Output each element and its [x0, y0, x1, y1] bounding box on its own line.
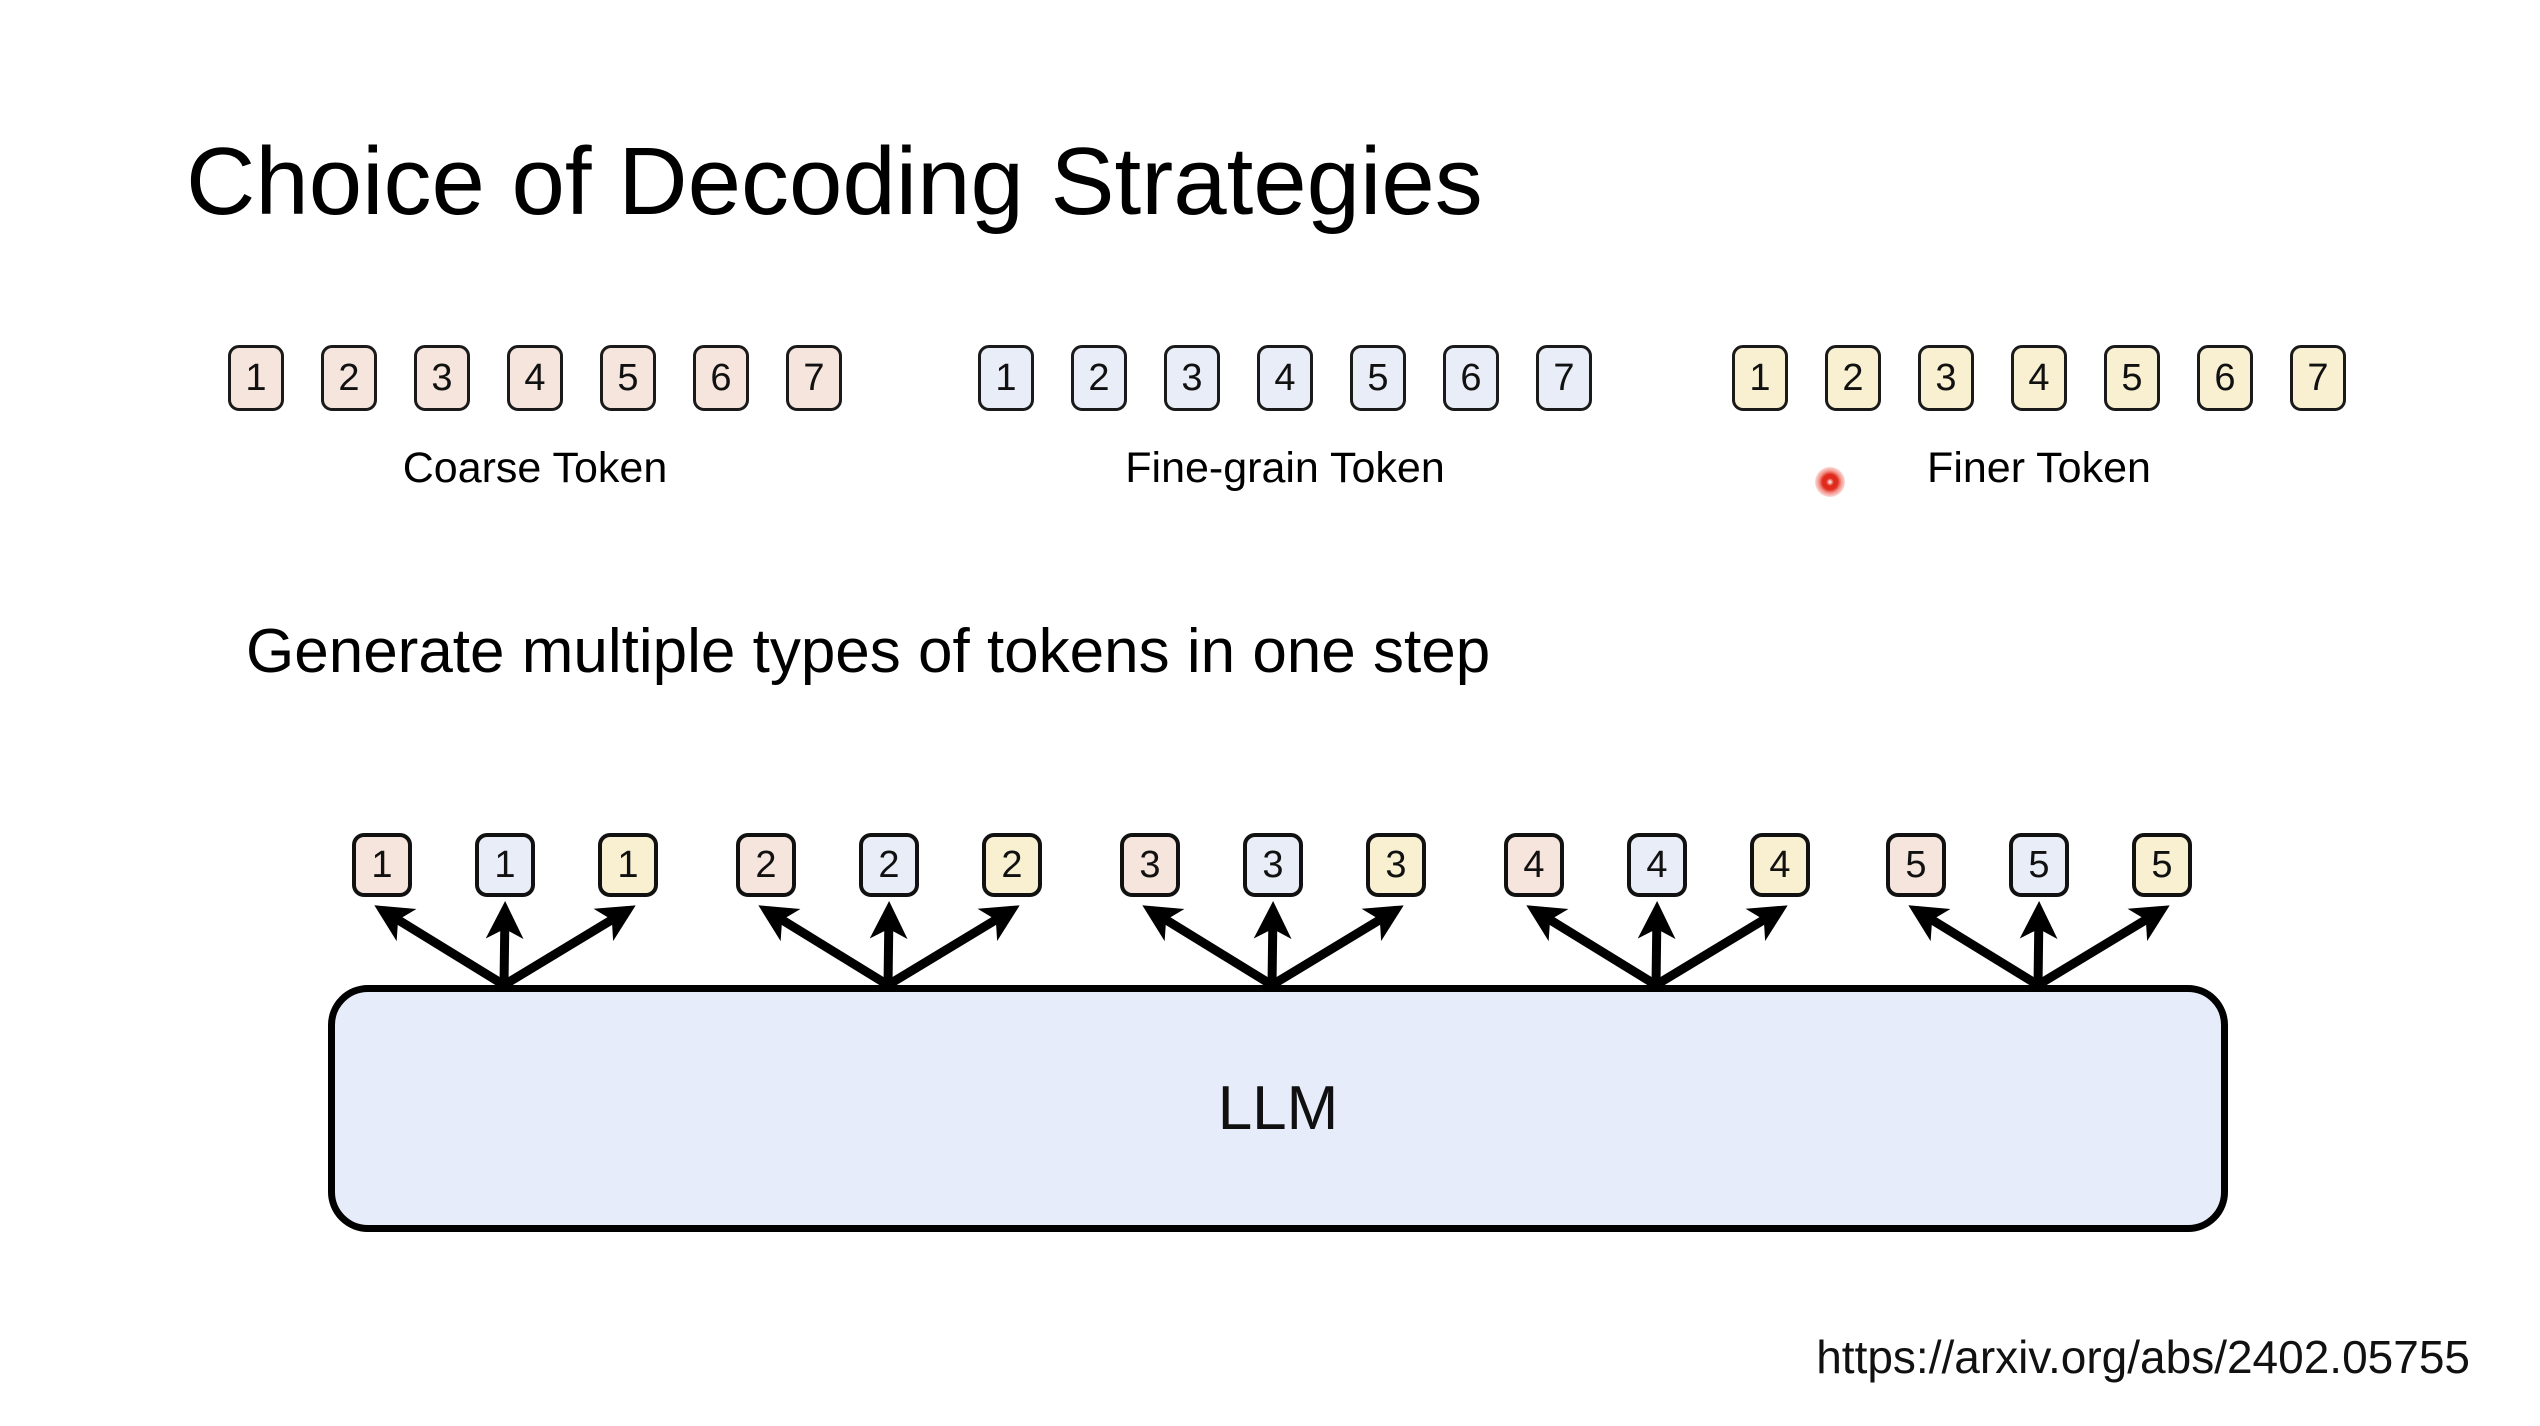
generation-arrow — [1526, 905, 1659, 989]
output-token: 4 — [1750, 833, 1810, 897]
output-token: 2 — [736, 833, 796, 897]
page-title: Choice of Decoding Strategies — [186, 128, 1483, 235]
generation-arrow — [2035, 905, 2170, 989]
output-token: 5 — [1886, 833, 1946, 897]
token-box: 7 — [1536, 345, 1592, 411]
output-token: 4 — [1627, 833, 1687, 897]
output-token: 1 — [598, 833, 658, 897]
token-box: 2 — [1825, 345, 1881, 411]
token-box: 1 — [1732, 345, 1788, 411]
token-box: 4 — [507, 345, 563, 411]
generation-arrow — [1637, 901, 1676, 986]
generation-arrow — [1142, 905, 1275, 989]
output-token: 2 — [859, 833, 919, 897]
token-box: 6 — [1443, 345, 1499, 411]
token-box: 2 — [321, 345, 377, 411]
token-box: 7 — [786, 345, 842, 411]
generation-arrow — [1269, 905, 1404, 989]
token-strip-label-finer: Finer Token — [1927, 444, 2151, 492]
generation-arrow — [374, 905, 507, 989]
output-token: 3 — [1366, 833, 1426, 897]
generation-arrow — [485, 901, 524, 986]
token-box: 3 — [1918, 345, 1974, 411]
generation-arrow — [1653, 905, 1788, 989]
token-box: 2 — [1071, 345, 1127, 411]
token-box: 4 — [1257, 345, 1313, 411]
llm-box: LLM — [328, 985, 2228, 1232]
token-strip-label-coarse: Coarse Token — [402, 444, 668, 492]
token-box: 1 — [978, 345, 1034, 411]
generation-arrow — [1253, 901, 1292, 986]
token-box: 5 — [1350, 345, 1406, 411]
generation-arrow — [885, 905, 1020, 989]
token-box: 3 — [1164, 345, 1220, 411]
output-token: 3 — [1120, 833, 1180, 897]
token-box: 6 — [693, 345, 749, 411]
laser-pointer-dot — [1815, 467, 1845, 497]
output-token: 5 — [2132, 833, 2192, 897]
token-box: 3 — [414, 345, 470, 411]
output-token: 5 — [2009, 833, 2069, 897]
output-token: 1 — [475, 833, 535, 897]
token-box: 5 — [2104, 345, 2160, 411]
token-box: 1 — [228, 345, 284, 411]
token-box: 4 — [2011, 345, 2067, 411]
output-token: 4 — [1504, 833, 1564, 897]
generation-arrow — [2019, 901, 2058, 986]
generation-arrow — [1908, 905, 2041, 989]
token-box: 5 — [600, 345, 656, 411]
output-token: 1 — [352, 833, 412, 897]
source-url[interactable]: https://arxiv.org/abs/2402.05755 — [1816, 1331, 2470, 1383]
generation-arrow — [501, 905, 636, 989]
llm-label: LLM — [1217, 1074, 1339, 1143]
token-box: 7 — [2290, 345, 2346, 411]
generation-arrow — [758, 905, 891, 989]
token-strip-label-fine-grain: Fine-grain Token — [1125, 444, 1445, 492]
output-token: 3 — [1243, 833, 1303, 897]
subtitle-text: Generate multiple types of tokens in one… — [246, 617, 1491, 686]
generation-arrow — [869, 901, 908, 986]
arrow-group — [374, 901, 2170, 989]
token-box: 6 — [2197, 345, 2253, 411]
output-token: 2 — [982, 833, 1042, 897]
